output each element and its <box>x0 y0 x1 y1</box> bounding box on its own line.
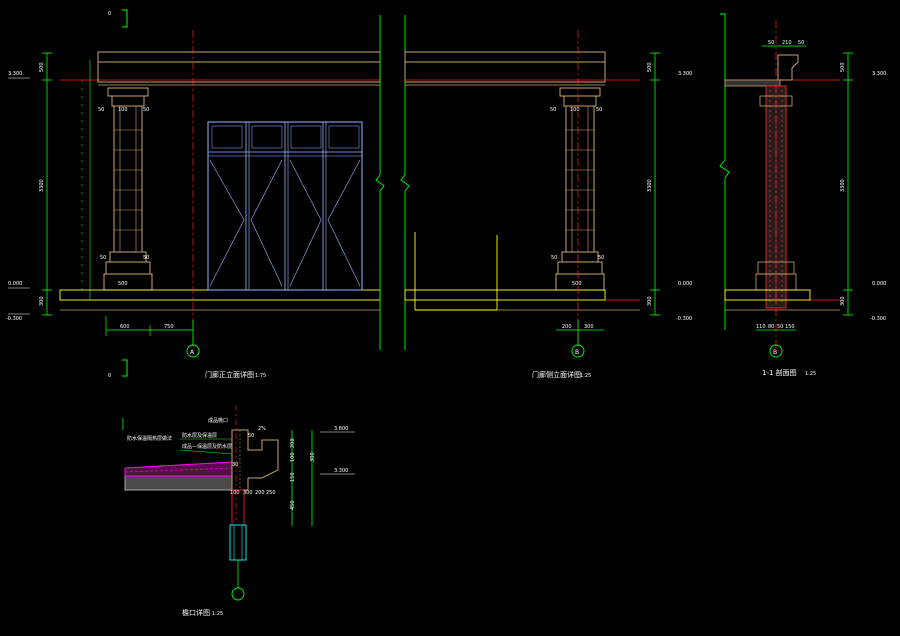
detail-dim-9: 250 <box>266 490 276 496</box>
axis-label-a: A <box>190 349 195 356</box>
detail-level-mid: 3.300 <box>334 468 348 474</box>
scale-side: 1:25 <box>580 373 591 379</box>
caption-detail: 檐口详图 <box>182 608 210 617</box>
col-dim-4: 50 <box>100 255 106 261</box>
col-b-dim-2: 100 <box>570 107 580 113</box>
detail-level-top: 3.800 <box>334 426 348 432</box>
scale-front: 1:75 <box>255 373 266 379</box>
dim-overall: 3300 <box>39 179 45 192</box>
detail-dim-1: 200 <box>290 438 296 448</box>
b-dim-bottom: 300 <box>647 296 653 306</box>
c-level-floor: 0.000 <box>872 281 886 287</box>
c-top-dim-3: 50 <box>798 40 804 46</box>
folding-door <box>207 121 363 291</box>
detail-note-4: 防水保温隔热层做法 <box>127 435 172 442</box>
side-elevation: 50 100 50 50 500 50 500 3300 300 3.300 0… <box>400 15 692 379</box>
c-base-dim-1: 110 <box>756 324 766 330</box>
detail-dim-2: 100 <box>290 452 296 462</box>
dim-base-right: 750 <box>164 324 174 330</box>
col-dim-2: 100 <box>118 107 128 113</box>
b-level-top: 3.300 <box>678 71 692 77</box>
c-top-dim-1: 50 <box>768 40 774 46</box>
axis-label-c: B <box>773 349 777 356</box>
col-b-dim-5: 500 <box>572 281 582 287</box>
detail-dim-4: 300 <box>310 452 316 462</box>
detail-slope: 2% <box>258 426 266 432</box>
b-level-ground: -0.300 <box>676 316 692 322</box>
col-b-dim-6: 50 <box>598 255 604 261</box>
svg-text:0: 0 <box>108 11 111 17</box>
caption-front: 门廊正立面详图 <box>205 370 254 379</box>
detail-dim-11: 50 <box>248 433 254 439</box>
dim-bottom: 300 <box>39 296 45 306</box>
detail-dim-10: 30 <box>232 462 238 468</box>
svg-text:0: 0 <box>108 373 111 379</box>
level-floor-a: 0.000 <box>8 281 22 287</box>
detail-note-1: 成品檐口 <box>208 417 228 424</box>
front-elevation: 0 0 500 3300 300 3.300 0.000 -0.300 <box>6 9 385 379</box>
dim-top: 500 <box>39 62 45 72</box>
c-level-ground: -0.300 <box>870 316 886 322</box>
c-top-dim-2: 210 <box>782 40 792 46</box>
detail-dim-5: 450 <box>290 500 296 510</box>
detail-note-2: 防水层及保温层 <box>182 432 217 439</box>
detail-dim-6: 300 <box>243 490 253 496</box>
c-level-top: 3.300 <box>872 71 886 77</box>
cornice-detail: 成品檐口 防水层及保温层 成品—保温层及防水层 防水保温隔热层做法 2% 200… <box>122 405 355 617</box>
col-b-dim-4: 50 <box>551 255 557 261</box>
c-dim-top: 500 <box>840 62 846 72</box>
b-level-floor: 0.000 <box>678 281 692 287</box>
axis-label-b: B <box>575 349 579 356</box>
caption-side: 门廊侧立面详图 <box>532 370 581 379</box>
c-dim-bottom: 300 <box>840 296 846 306</box>
col-dim-3: 50 <box>143 107 149 113</box>
b-dim-top: 500 <box>647 62 653 72</box>
b-dim-base-2: 300 <box>584 324 594 330</box>
detail-dim-3: 150 <box>290 472 296 482</box>
c-dim-overall: 3300 <box>840 179 846 192</box>
col-dim-5: 500 <box>118 281 128 287</box>
caption-section: 1-1 剖面图 <box>762 368 797 377</box>
col-dim-6: 50 <box>143 255 149 261</box>
col-b-dim-1: 50 <box>550 107 556 113</box>
detail-dim-8: 200 <box>255 490 265 496</box>
detail-note-3: 成品—保温层及防水层 <box>182 443 232 450</box>
c-base-dim-2: 80 <box>768 324 774 330</box>
scale-detail: 1:25 <box>212 611 223 617</box>
dim-base-left: 600 <box>120 324 130 330</box>
detail-dim-7: 100 <box>230 490 240 496</box>
section-view: 50 210 50 500 3300 300 3.300 0.000 -0.30… <box>719 13 886 377</box>
b-dim-overall: 3300 <box>647 179 653 192</box>
col-b-dim-3: 50 <box>596 107 602 113</box>
level-top-a: 3.300 <box>8 71 22 77</box>
c-base-dim-4: 150 <box>785 324 795 330</box>
scale-section: 1:25 <box>805 371 816 377</box>
c-base-dim-3: 50 <box>777 324 783 330</box>
level-ground-a: -0.300 <box>6 316 22 322</box>
col-dim-1: 50 <box>98 107 104 113</box>
b-dim-base-1: 200 <box>562 324 572 330</box>
